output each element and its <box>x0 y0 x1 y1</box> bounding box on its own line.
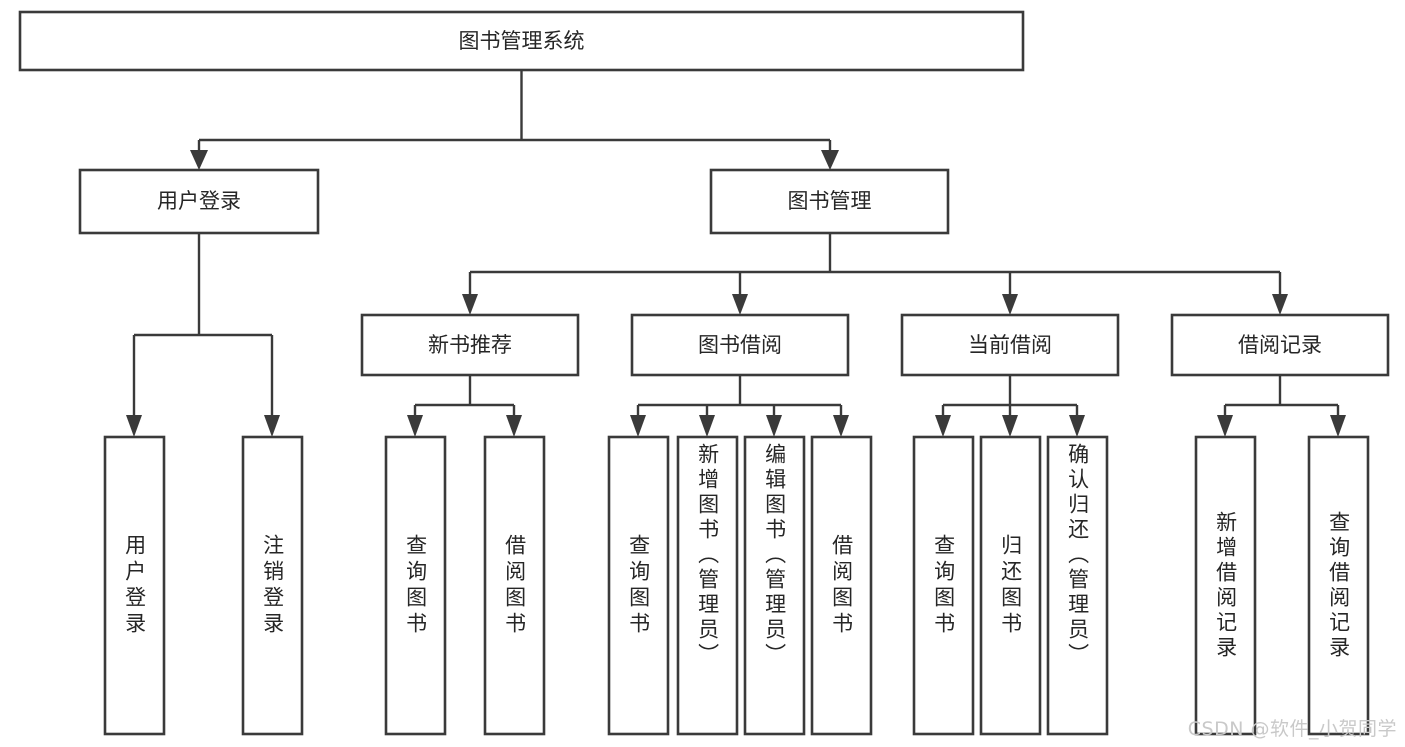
arrow-head-current-borrow <box>1002 294 1018 315</box>
leaf-logout-login-box[interactable] <box>241 435 304 736</box>
leaf-user-login-text-area: 用户登录 <box>122 533 147 638</box>
arrow-head-leaf-query-book-3 <box>935 415 951 437</box>
leaf-query-book-3-box[interactable] <box>912 435 975 736</box>
node-book-borrow-label: 图书借阅 <box>698 333 782 357</box>
leaf-add-record[interactable]: 新增借阅记录 <box>1194 435 1257 736</box>
leaf-edit-book-text-area: 编辑图书（管理员） <box>762 443 787 668</box>
arrow-head-leaf-edit-book <box>766 415 782 437</box>
leaf-borrow-book-1-box[interactable] <box>483 435 546 736</box>
arrow-head-book-manage <box>821 150 839 170</box>
leaf-query-book-1-text-area: 查询图书 <box>403 533 428 638</box>
node-new-book-recommend-label: 新书推荐 <box>428 333 512 357</box>
node-book-manage[interactable]: 图书管理 <box>709 168 950 235</box>
leaf-query-book-1-label: 查询图书 <box>403 533 428 638</box>
leaf-return-book[interactable]: 归还图书 <box>979 435 1042 736</box>
leaf-edit-book[interactable]: 编辑图书（管理员） <box>743 435 806 736</box>
leaf-add-book-label: 新增图书（管理员） <box>695 443 720 668</box>
leaf-query-record-box[interactable] <box>1307 435 1370 736</box>
node-book-manage-box[interactable] <box>709 168 950 235</box>
arrow-head-user-login <box>190 150 208 170</box>
leaf-logout-login-text-area: 注销登录 <box>260 533 285 638</box>
node-new-book-recommend[interactable]: 新书推荐 <box>360 313 580 377</box>
leaf-query-record[interactable]: 查询借阅记录 <box>1307 435 1370 736</box>
arrow-head-new-book-recommend <box>462 294 478 315</box>
leaf-edit-book-box[interactable] <box>743 435 806 736</box>
leaf-confirm-return-text-area: 确认归还（管理员） <box>1065 443 1090 668</box>
arrow-head-leaf-add-book <box>699 415 715 437</box>
node-current-borrow-box[interactable] <box>900 313 1120 377</box>
node-book-manage-label: 图书管理 <box>788 189 872 213</box>
leaf-borrow-book-2-text-area: 借阅图书 <box>829 533 854 638</box>
leaf-confirm-return-label: 确认归还（管理员） <box>1065 443 1090 668</box>
leaf-query-record-text-area: 查询借阅记录 <box>1326 510 1351 661</box>
leaf-logout-login-label: 注销登录 <box>260 533 285 638</box>
leaf-confirm-return-box[interactable] <box>1046 435 1109 736</box>
arrow-head-book-borrow <box>732 294 748 315</box>
arrow-head-leaf-query-book-2 <box>630 415 646 437</box>
arrow-head-leaf-logout-login <box>264 415 280 437</box>
arrow-head-leaf-borrow-book-2 <box>833 415 849 437</box>
node-user-login[interactable]: 用户登录 <box>78 168 320 235</box>
leaf-query-book-2-text-area: 查询图书 <box>626 533 651 638</box>
arrow-head-leaf-confirm-return <box>1069 415 1085 437</box>
leaf-edit-book-label: 编辑图书（管理员） <box>762 443 787 668</box>
leaf-logout-login[interactable]: 注销登录 <box>241 435 304 736</box>
leaf-return-book-box[interactable] <box>979 435 1042 736</box>
leaf-return-book-text-area: 归还图书 <box>998 533 1023 638</box>
arrow-head-leaf-borrow-book-1 <box>506 415 522 437</box>
leaf-user-login-label: 用户登录 <box>122 533 147 638</box>
arrow-head-borrow-record <box>1272 294 1288 315</box>
leaf-borrow-book-1-label: 借阅图书 <box>502 533 527 638</box>
leaf-confirm-return[interactable]: 确认归还（管理员） <box>1046 435 1109 736</box>
node-current-borrow-label: 当前借阅 <box>968 333 1052 357</box>
arrow-head-leaf-add-record <box>1217 415 1233 437</box>
leaf-query-book-3[interactable]: 查询图书 <box>912 435 975 736</box>
arrow-head-leaf-query-record <box>1330 415 1346 437</box>
leaf-user-login-box[interactable] <box>103 435 166 736</box>
node-borrow-record[interactable]: 借阅记录 <box>1170 313 1390 377</box>
leaf-query-book-3-label: 查询图书 <box>931 533 956 638</box>
node-root-box[interactable] <box>18 10 1025 72</box>
node-borrow-record-label: 借阅记录 <box>1238 333 1322 357</box>
leaf-add-record-label: 新增借阅记录 <box>1213 510 1238 661</box>
arrow-head-leaf-user-login <box>126 415 142 437</box>
leaf-query-book-3-text-area: 查询图书 <box>931 533 956 638</box>
leaf-add-book[interactable]: 新增图书（管理员） <box>676 435 739 736</box>
leaf-query-book-2-box[interactable] <box>607 435 670 736</box>
node-user-login-box[interactable] <box>78 168 320 235</box>
node-root[interactable]: 图书管理系统 <box>18 10 1025 72</box>
leaf-user-login[interactable]: 用户登录 <box>103 435 166 736</box>
node-new-book-recommend-box[interactable] <box>360 313 580 377</box>
leaf-borrow-book-2[interactable]: 借阅图书 <box>810 435 873 736</box>
leaf-borrow-book-1[interactable]: 借阅图书 <box>483 435 546 736</box>
node-book-borrow-box[interactable] <box>630 313 850 377</box>
leaf-return-book-label: 归还图书 <box>998 533 1023 638</box>
leaf-add-book-box[interactable] <box>676 435 739 736</box>
leaf-query-book-2-label: 查询图书 <box>626 533 651 638</box>
leaf-add-record-text-area: 新增借阅记录 <box>1213 510 1238 661</box>
leaf-add-record-box[interactable] <box>1194 435 1257 736</box>
leaf-query-book-2[interactable]: 查询图书 <box>607 435 670 736</box>
arrow-head-leaf-return-book <box>1002 415 1018 437</box>
leaf-query-book-1[interactable]: 查询图书 <box>384 435 447 736</box>
leaf-borrow-book-1-text-area: 借阅图书 <box>502 533 527 638</box>
node-book-borrow[interactable]: 图书借阅 <box>630 313 850 377</box>
node-user-login-label: 用户登录 <box>157 189 241 213</box>
leaf-borrow-book-2-box[interactable] <box>810 435 873 736</box>
node-borrow-record-box[interactable] <box>1170 313 1390 377</box>
leaf-query-book-1-box[interactable] <box>384 435 447 736</box>
node-root-label: 图书管理系统 <box>459 29 585 53</box>
leaf-add-book-text-area: 新增图书（管理员） <box>695 443 720 668</box>
connector-layer <box>126 70 1346 437</box>
leaf-borrow-book-2-label: 借阅图书 <box>829 533 854 638</box>
arrow-head-leaf-query-book-1 <box>407 415 423 437</box>
node-current-borrow[interactable]: 当前借阅 <box>900 313 1120 377</box>
leaf-query-record-label: 查询借阅记录 <box>1326 510 1351 661</box>
